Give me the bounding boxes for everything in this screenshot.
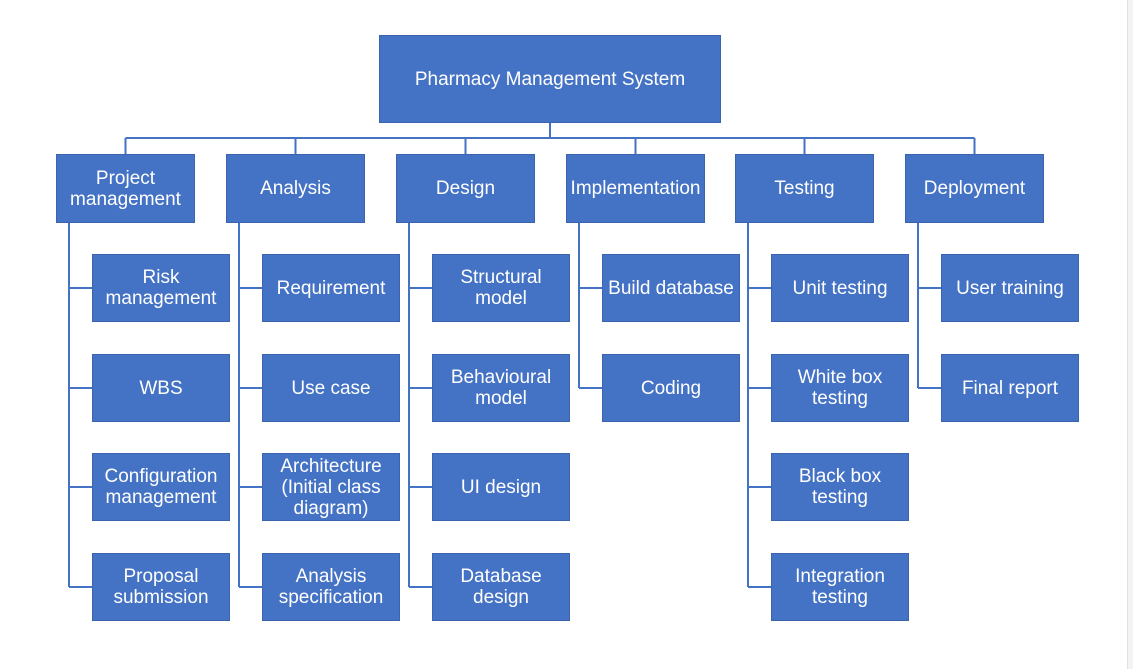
child-node-unit-testing: Unit testing [771,254,909,322]
child-node-database-design: Database design [432,553,570,621]
child-node-final-report: Final report [941,354,1079,422]
child-node-risk-management: Risk management [92,254,230,322]
branch-node-design: Design [396,154,535,223]
window-edge [1127,0,1133,669]
child-node-ui-design: UI design [432,453,570,521]
child-node-architecture-initial-class-diagram: Architecture (Initial class diagram) [262,453,400,521]
branch-node-project-management: Project management [56,154,195,223]
root-node: Pharmacy Management System [379,35,721,123]
child-node-integration-testing: Integration testing [771,553,909,621]
child-node-build-database: Build database [602,254,740,322]
child-node-structural-model: Structural model [432,254,570,322]
child-node-coding: Coding [602,354,740,422]
child-node-use-case: Use case [262,354,400,422]
child-node-wbs: WBS [92,354,230,422]
branch-node-testing: Testing [735,154,874,223]
branch-node-analysis: Analysis [226,154,365,223]
child-node-analysis-specification: Analysis specification [262,553,400,621]
branch-node-deployment: Deployment [905,154,1044,223]
child-node-configuration-management: Configuration management [92,453,230,521]
child-node-proposal-submission: Proposal submission [92,553,230,621]
child-node-behavioural-model: Behavioural model [432,354,570,422]
child-node-user-training: User training [941,254,1079,322]
child-node-white-box-testing: White box testing [771,354,909,422]
child-node-black-box-testing: Black box testing [771,453,909,521]
branch-node-implementation: Implementation [566,154,705,223]
child-node-requirement: Requirement [262,254,400,322]
